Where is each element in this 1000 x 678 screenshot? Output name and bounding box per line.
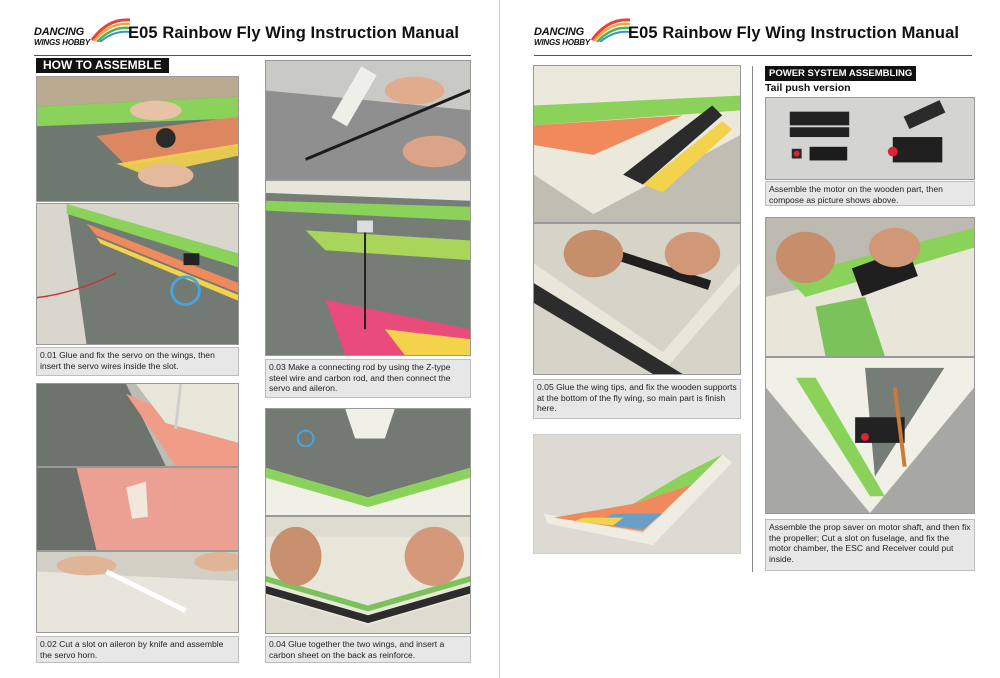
photo-finished-fly-wing: [533, 434, 741, 554]
caption-step-0-05: 0.05 Glue the wing tips, and fix the woo…: [533, 379, 741, 419]
title-underline: [534, 55, 972, 56]
photo-step3-connected-servo: [265, 180, 471, 356]
subtitle-tail-push: Tail push version: [765, 82, 851, 94]
logo-text-line1: DANCING: [534, 26, 584, 38]
page-header-right: DANCING WINGS HOBBY E05 Rainbow Fly Wing…: [534, 14, 972, 56]
rainbow-swoosh-icon: [590, 18, 631, 42]
caption-step-0-04: 0.04 Glue together the two wings, and in…: [265, 636, 471, 663]
photo-step3-glue-rod: [265, 60, 471, 180]
photo-motor-mount-slot: [765, 217, 975, 357]
left-page: DANCING WINGS HOBBY E05 Rainbow Fly Wing…: [0, 0, 499, 678]
page-fold: [499, 0, 500, 678]
section-title-how-to-assemble: HOW TO ASSEMBLE: [36, 58, 169, 73]
caption-step-0-02: 0.02 Cut a slot on aileron by knife and …: [36, 636, 239, 663]
photo-step2-servo-horn: [36, 467, 239, 551]
logo-text-line1: DANCING: [34, 26, 84, 38]
title-underline: [34, 55, 471, 56]
photo-step4-carbon-sheet: [265, 516, 471, 634]
photo-step1-servo-glue: [36, 76, 239, 202]
brand-logo: DANCING WINGS HOBBY: [534, 16, 632, 52]
photo-motor-parts: [765, 97, 975, 180]
photo-step5-wooden-supports: [533, 223, 741, 375]
caption-prop-saver: Assemble the prop saver on motor shaft, …: [765, 519, 975, 571]
right-page: DANCING WINGS HOBBY E05 Rainbow Fly Wing…: [500, 0, 1000, 678]
page-header-left: DANCING WINGS HOBBY E05 Rainbow Fly Wing…: [34, 14, 471, 56]
brand-logo: DANCING WINGS HOBBY: [34, 16, 132, 52]
photo-step1-wing-servo: [36, 203, 239, 345]
logo-text-line2: WINGS HOBBY: [34, 38, 91, 47]
photo-step4-joined-wings: [265, 408, 471, 516]
photo-step2-knife-cut: [36, 383, 239, 467]
manual-title: E05 Rainbow Fly Wing Instruction Manual: [628, 24, 960, 42]
caption-step-0-03: 0.03 Make a connecting rod by using the …: [265, 359, 471, 398]
photo-step5-wing-tip: [533, 65, 741, 223]
rainbow-swoosh-icon: [90, 18, 131, 42]
section-title-power-system: POWER SYSTEM ASSEMBLING: [765, 66, 917, 81]
caption-step-0-01: 0.01 Glue and fix the servo on the wings…: [36, 347, 239, 376]
photo-prop-and-motor-chamber: [765, 357, 975, 514]
logo-text-line2: WINGS HOBBY: [534, 38, 591, 47]
caption-motor-wooden-part: Assemble the motor on the wooden part, t…: [765, 181, 975, 206]
photo-step2-glue-slot: [36, 551, 239, 633]
manual-title: E05 Rainbow Fly Wing Instruction Manual: [128, 24, 460, 42]
column-divider: [752, 66, 753, 572]
